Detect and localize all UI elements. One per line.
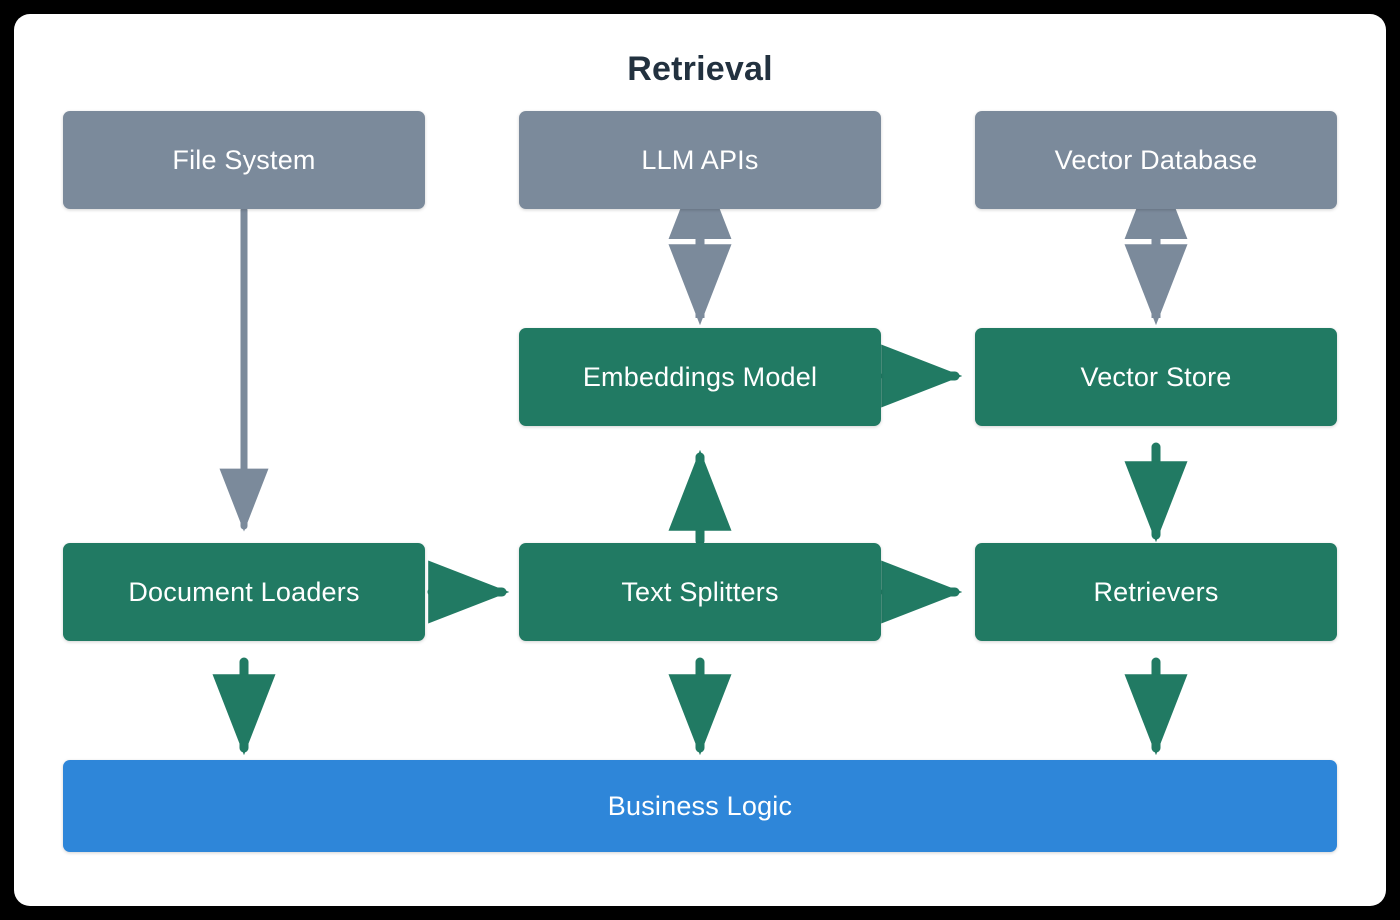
node-embeddings-model-label: Embeddings Model <box>582 361 818 392</box>
node-document-loaders[interactable]: Document Loaders <box>63 543 425 641</box>
node-retrievers[interactable]: Retrievers <box>975 543 1337 641</box>
node-document-loaders-label: Document Loaders <box>128 576 360 607</box>
node-file-system[interactable]: File System <box>63 111 425 209</box>
node-vector-database-label: Vector Database <box>1054 144 1258 175</box>
node-business-logic-label: Business Logic <box>607 790 793 821</box>
node-llm-apis[interactable]: LLM APIs <box>519 111 881 209</box>
node-business-logic[interactable]: Business Logic <box>63 760 1337 852</box>
node-text-splitters-label: Text Splitters <box>621 576 779 607</box>
node-vector-database[interactable]: Vector Database <box>975 111 1337 209</box>
node-embeddings-model[interactable]: Embeddings Model <box>519 328 881 426</box>
node-llm-apis-label: LLM APIs <box>641 144 759 175</box>
diagram-canvas: Retrieval <box>14 14 1386 906</box>
node-vector-store[interactable]: Vector Store <box>975 328 1337 426</box>
node-text-splitters[interactable]: Text Splitters <box>519 543 881 641</box>
node-retrievers-label: Retrievers <box>1093 576 1219 607</box>
page-title: Retrieval <box>627 50 773 88</box>
node-vector-store-label: Vector Store <box>1080 361 1232 392</box>
node-file-system-label: File System <box>172 144 316 175</box>
